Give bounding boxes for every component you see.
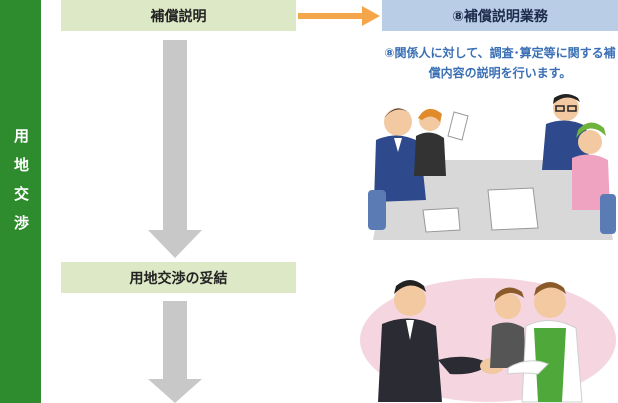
step-compensation-explanation: 補償説明 — [61, 0, 296, 31]
gray-down-arrow-icon — [148, 301, 202, 403]
task-title: ⑧補償説明業務 — [382, 0, 618, 31]
task-description: ⑧関係人に対して、調査･算定等に関する補償内容の説明を行います。 — [384, 46, 616, 80]
handshake-illustration — [360, 278, 616, 403]
gray-down-arrow-icon — [148, 40, 202, 258]
sidebar: 用地交渉 — [0, 0, 41, 403]
step-negotiation-settlement: 用地交渉の妥結 — [61, 262, 296, 293]
orange-arrow-icon — [298, 6, 380, 26]
meeting-illustration — [368, 94, 616, 240]
sidebar-label: 用地交渉 — [12, 128, 30, 244]
